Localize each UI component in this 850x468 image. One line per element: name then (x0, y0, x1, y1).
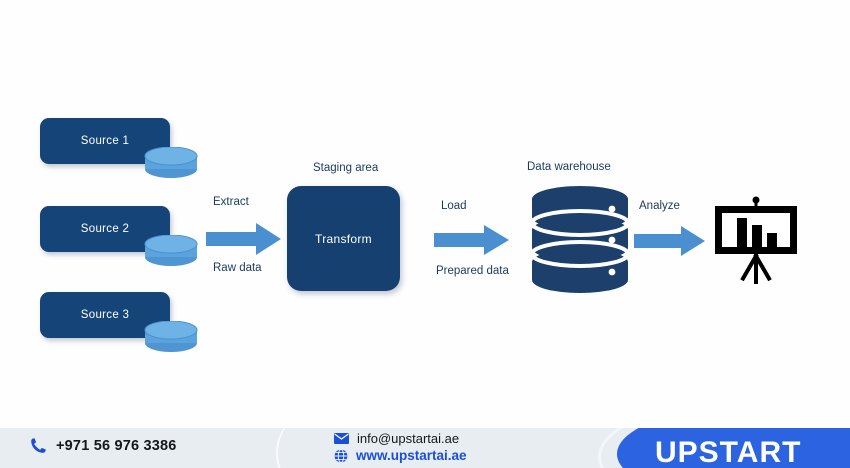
extract-bottom-label: Raw data (213, 262, 262, 274)
email-address: info@upstartai.ae (357, 431, 460, 446)
website-row[interactable]: www.upstartai.ae (334, 448, 467, 463)
phone-number: +971 56 976 3386 (56, 437, 177, 454)
presentation-chart-icon[interactable] (711, 196, 801, 286)
extract-top-label: Extract (213, 196, 249, 208)
contact-block: info@upstartai.ae www.upstartai.ae (334, 431, 467, 463)
phone-icon (31, 438, 46, 453)
email-row[interactable]: info@upstartai.ae (334, 431, 459, 446)
transform-label: Transform (315, 231, 372, 246)
arrow-right-icon (434, 225, 509, 255)
logo-badge[interactable] (617, 428, 850, 468)
footer-divider (276, 428, 344, 468)
etl-diagram: Source 1 Source 2 Source (40, 118, 801, 356)
database-disk-icon (144, 321, 198, 352)
globe-icon (334, 448, 348, 463)
source-label-3: Source 3 (80, 309, 130, 321)
database-stack-icon[interactable] (528, 184, 632, 294)
source-node-2[interactable]: Source 2 (40, 206, 200, 270)
logo-text: UPSTART (655, 436, 802, 468)
source-node-1[interactable]: Source 1 (40, 118, 200, 182)
website-url: www.upstartai.ae (356, 448, 467, 463)
staging-area-label: Staging area (313, 162, 379, 174)
envelope-icon (334, 433, 349, 444)
source-label-2: Source 2 (80, 223, 130, 235)
load-top-label: Load (441, 200, 467, 212)
source-node-3[interactable]: Source 3 (40, 292, 200, 356)
database-disk-icon (144, 147, 198, 178)
phone-block[interactable]: +971 56 976 3386 (30, 437, 177, 454)
transform-box[interactable]: Transform (287, 186, 400, 291)
analyze-top-label: Analyze (639, 200, 680, 212)
arrow-right-icon (634, 226, 705, 256)
data-warehouse-label: Data warehouse (527, 161, 611, 173)
source-box-1[interactable]: Source 1 (40, 118, 170, 164)
arrow-right-icon (206, 223, 281, 255)
source-label-1: Source 1 (80, 135, 130, 147)
database-disk-icon (144, 235, 198, 266)
load-bottom-label: Prepared data (436, 265, 509, 277)
logo-ring (598, 428, 850, 468)
footer-bar: +971 56 976 3386 info@upstartai.ae (0, 428, 850, 468)
